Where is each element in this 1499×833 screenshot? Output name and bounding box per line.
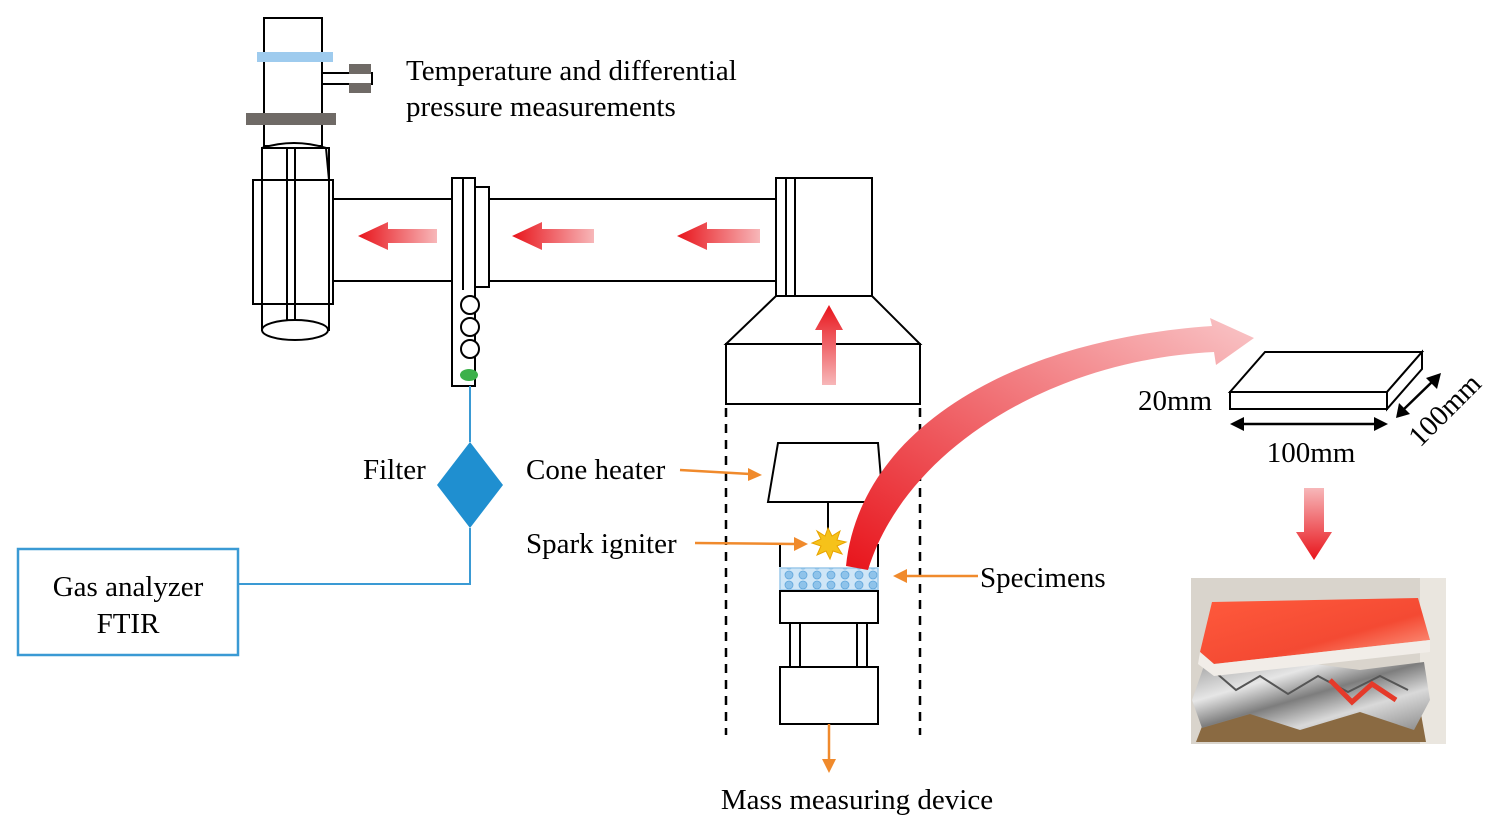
photo-specimen-top xyxy=(1200,598,1430,664)
label-dim-thickness: 20mm xyxy=(1138,385,1213,417)
label-temperature-line1: Temperature and differential xyxy=(406,55,737,87)
probe-tube xyxy=(321,72,373,85)
exhaust-stack xyxy=(246,17,373,341)
pointer-arrows xyxy=(679,468,978,773)
cone-heater xyxy=(766,442,885,503)
labels: Temperature and differential pressure me… xyxy=(53,55,1488,816)
stack-band-blue xyxy=(257,52,333,62)
label-gas-analyzer-line2: FTIR xyxy=(97,608,161,640)
photo-foil-creases xyxy=(1214,671,1409,696)
flow-arrow-left-2 xyxy=(512,222,594,250)
dimension-arrows xyxy=(1230,373,1441,431)
foil-wrapped-specimen-photo xyxy=(1191,578,1446,744)
label-spark-igniter: Spark igniter xyxy=(526,528,677,560)
curved-detail-arrow xyxy=(846,318,1254,570)
label-cone-heater: Cone heater xyxy=(526,454,666,486)
label-dim-width: 100mm xyxy=(1267,437,1356,469)
label-dim-depth: 100mm xyxy=(1402,367,1488,453)
load-cell xyxy=(779,666,879,725)
photo-foil-wrap xyxy=(1192,660,1430,730)
filter-dot xyxy=(460,369,478,381)
probe-hole-1 xyxy=(460,295,480,315)
dim-depth-line xyxy=(1401,379,1435,412)
test-apparatus xyxy=(766,442,885,725)
filter-diamond xyxy=(437,442,503,528)
slab-front-face xyxy=(1229,391,1388,410)
spark-burst-icon xyxy=(810,526,848,561)
fan-housing xyxy=(252,179,334,305)
probe-hole-2 xyxy=(460,317,480,337)
sampling-ring-flange xyxy=(474,186,490,288)
gas-sampling-line xyxy=(16,386,471,657)
label-filter: Filter xyxy=(363,454,426,486)
label-temperature-line2: pressure measurements xyxy=(406,91,676,123)
holder-walls xyxy=(779,544,879,567)
probe-hole-3 xyxy=(460,339,480,359)
arrow-down-to-photo xyxy=(1296,488,1332,560)
label-mass-device: Mass measuring device xyxy=(721,784,993,816)
dim-depth-head-low xyxy=(1396,403,1410,418)
dim-depth-head-high xyxy=(1426,373,1441,389)
stack-upper-pipe xyxy=(263,17,323,147)
flow-arrow-left-3 xyxy=(677,222,760,250)
pointer-specimens-head xyxy=(893,569,907,583)
gas-analyzer-box xyxy=(16,547,240,657)
pointer-cone-heater-head xyxy=(748,468,762,481)
dim-width-head-left xyxy=(1230,417,1244,431)
photo-foil-reflection xyxy=(1328,678,1398,706)
pointer-spark-head xyxy=(794,537,808,551)
probe-cap-bottom xyxy=(349,83,371,93)
pointer-mass-head xyxy=(822,759,836,773)
fan-bottom-opening xyxy=(261,319,329,341)
horizontal-duct xyxy=(333,177,776,387)
specimen-sample xyxy=(779,567,879,591)
probe-cap-top xyxy=(349,64,371,74)
gas-line-lower xyxy=(238,528,471,585)
photo-wall xyxy=(1420,578,1446,744)
hood-elbow xyxy=(775,177,873,297)
pointer-spark xyxy=(694,541,796,546)
photo-specimen-edge xyxy=(1198,640,1430,676)
load-post-left xyxy=(789,622,801,668)
flow-arrow-up-overlay xyxy=(815,305,843,385)
specimen-holder xyxy=(779,590,879,624)
slab-side-face xyxy=(1386,349,1423,412)
specimen-dimension-sketch xyxy=(1227,349,1425,412)
flow-arrow-left-1 xyxy=(358,222,437,250)
label-gas-analyzer-line1: Gas analyzer xyxy=(53,571,204,603)
stack-band-gray xyxy=(246,113,336,125)
load-post-right xyxy=(856,622,868,668)
label-specimens: Specimens xyxy=(980,562,1106,594)
dim-width-head-right xyxy=(1374,417,1388,431)
pointer-cone-heater xyxy=(679,468,751,476)
